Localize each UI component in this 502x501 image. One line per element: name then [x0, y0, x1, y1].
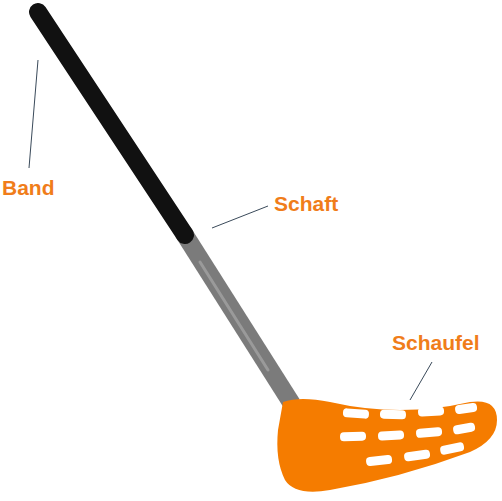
blade — [277, 399, 497, 492]
part-label: Band — [2, 176, 55, 200]
leader-line — [410, 362, 432, 400]
part-label: Schaufel — [392, 331, 480, 355]
part-label: Schaft — [274, 192, 338, 216]
shaft-upper — [38, 12, 185, 235]
blade-slots — [340, 403, 478, 467]
shaft-lower — [183, 232, 292, 404]
shaft-highlight — [200, 262, 268, 370]
leader-line — [29, 60, 38, 168]
leader-line — [212, 206, 268, 228]
